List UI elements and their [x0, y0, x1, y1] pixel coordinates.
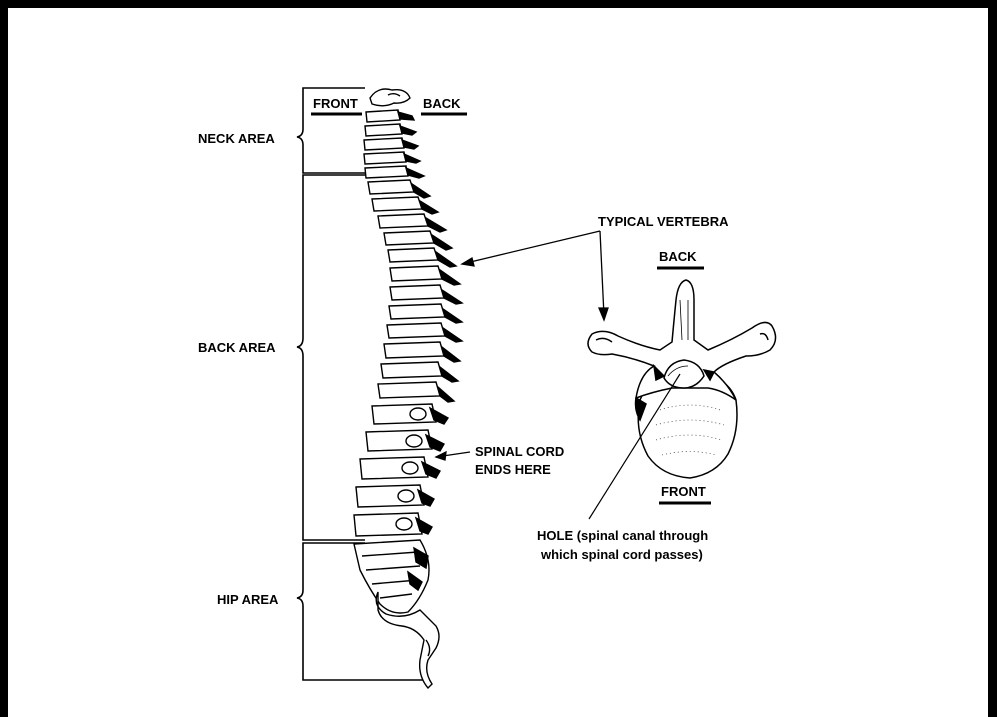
- typical-vertebra-label: TYPICAL VERTEBRA: [598, 214, 729, 229]
- hole-label-line2: which spinal cord passes): [540, 547, 703, 562]
- spine-back-label: BACK: [423, 96, 461, 111]
- back-area-label: BACK AREA: [198, 340, 276, 355]
- typical-vertebra: [588, 280, 776, 478]
- neck-area-label: NECK AREA: [198, 131, 275, 146]
- spinal-cord-label-line1: SPINAL CORD: [475, 444, 564, 459]
- spine-front-label: FRONT: [313, 96, 358, 111]
- spinal-column: [354, 89, 462, 688]
- typical-vertebra-arrows: [462, 231, 608, 320]
- back-bracket: [297, 175, 365, 540]
- hole-label-line1: HOLE (spinal canal through: [537, 528, 708, 543]
- spinal-cord-label-line2: ENDS HERE: [475, 462, 551, 477]
- hip-area-label: HIP AREA: [217, 592, 279, 607]
- vertebra-front-label: FRONT: [661, 484, 706, 499]
- spinal-cord-arrow: [436, 452, 470, 460]
- vertebra-back-label: BACK: [659, 249, 697, 264]
